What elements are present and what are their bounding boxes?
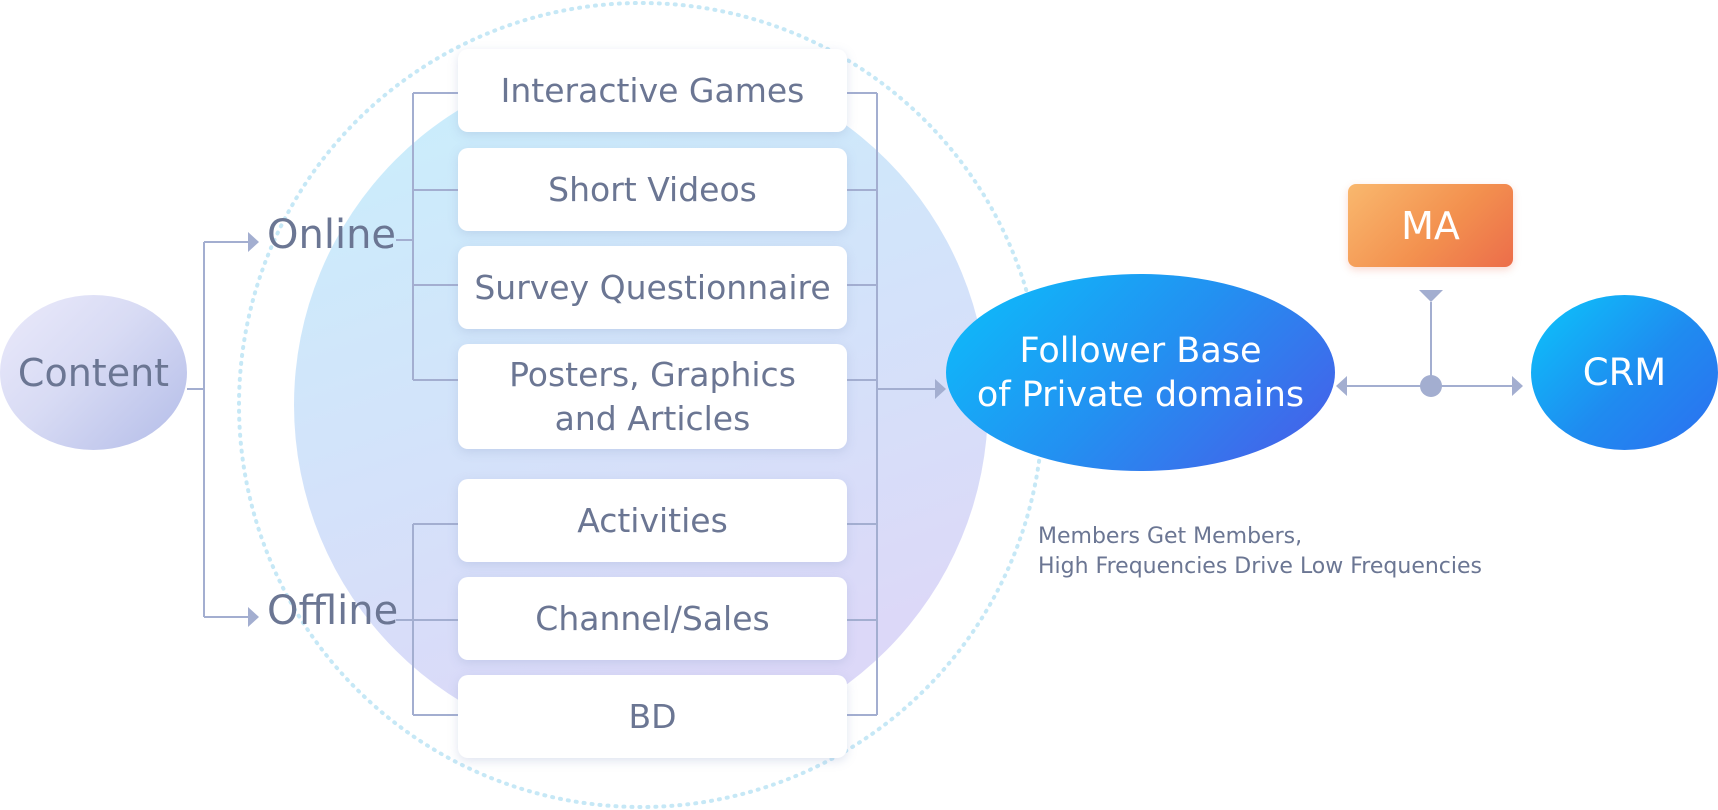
ma-label: MA: [1401, 203, 1460, 248]
connectors: [187, 92, 1512, 716]
arrow-to-hub-back: [1336, 376, 1347, 396]
hub-label-line1: Follower Base: [1019, 330, 1262, 371]
online-label: Online: [267, 212, 397, 258]
hub-label-line2: of Private domains: [976, 374, 1305, 415]
channel-label-line1: Posters, Graphics: [509, 354, 796, 394]
offline-label: Offline: [267, 588, 399, 634]
content-label: Content: [17, 350, 170, 395]
crm-node: CRM: [1531, 295, 1718, 450]
arrow-to-crm: [1512, 376, 1523, 396]
channel-card-short-videos: Short Videos: [458, 148, 847, 231]
arrow-to-online: [248, 232, 259, 252]
ma-node: MA: [1348, 184, 1513, 267]
follower-base-node: Follower Base of Private domains: [946, 274, 1335, 471]
arrow-to-offline: [248, 607, 259, 627]
channel-card-bd: BD: [458, 675, 847, 758]
channel-card-activities: Activities: [458, 479, 847, 562]
channel-label: BD: [628, 696, 677, 736]
arrow-to-hub: [935, 379, 946, 399]
junction-dot: [1420, 375, 1442, 397]
channel-label: Activities: [577, 500, 728, 540]
channel-card-survey: Survey Questionnaire: [458, 246, 847, 329]
arrowheads: [248, 232, 1523, 627]
channel-card-posters: Posters, Graphics and Articles: [458, 344, 847, 449]
channel-label: Short Videos: [548, 169, 757, 209]
note-line1: Members Get Members,: [1038, 524, 1303, 549]
note-line2: High Frequencies Drive Low Frequencies: [1038, 554, 1482, 579]
channel-card-channel-sales: Channel/Sales: [458, 577, 847, 660]
channel-label: Channel/Sales: [535, 598, 770, 638]
channel-label: Survey Questionnaire: [474, 267, 831, 307]
crm-label: CRM: [1582, 351, 1667, 394]
channel-card-interactive-games: Interactive Games: [458, 49, 847, 132]
channel-label: Interactive Games: [500, 70, 805, 110]
arrow-to-ma: [1419, 290, 1443, 302]
channel-label-line2: and Articles: [554, 398, 751, 438]
content-node: Content: [0, 295, 187, 450]
